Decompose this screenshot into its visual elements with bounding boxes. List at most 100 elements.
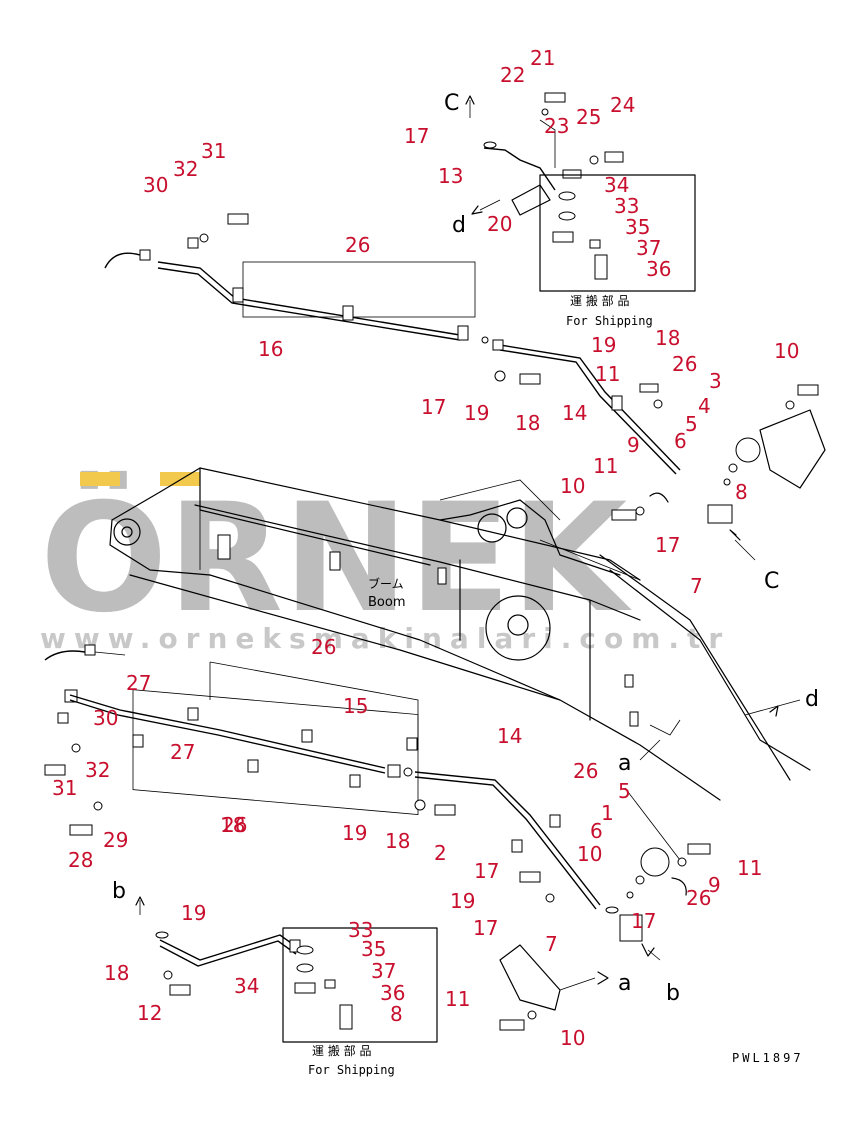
callout-33: 33 [614, 194, 639, 218]
callout-32: 32 [85, 758, 110, 782]
shipping-note-jp-upper: 運 搬 部 品 [570, 293, 629, 308]
boom-clamp-4 [624, 674, 634, 688]
callout-17: 17 [655, 533, 680, 557]
callout-2: 2 [434, 841, 447, 865]
shipping-note-en-lower: For Shipping [308, 1063, 395, 1077]
callout-10: 10 [774, 339, 799, 363]
callout-17: 17 [474, 859, 499, 883]
shipping-note-jp-lower: 運 搬 部 品 [312, 1043, 371, 1058]
boom-clamp-2 [329, 551, 341, 571]
callout-29: 29 [103, 828, 128, 852]
callout-7: 7 [690, 574, 703, 598]
lower-right-bracket [499, 843, 711, 1031]
callout-17: 17 [404, 124, 429, 148]
callout-26: 26 [672, 352, 697, 376]
view-letter-a-mid: a [618, 751, 631, 776]
callout-19: 19 [591, 333, 616, 357]
callout-25: 25 [576, 105, 601, 129]
callout-15: 15 [343, 694, 368, 718]
view-letter-a-low: a [618, 971, 631, 996]
callout-5: 5 [685, 412, 698, 436]
callout-36: 36 [380, 981, 405, 1005]
lower-left-pipe [135, 896, 301, 996]
callout-21: 21 [530, 46, 555, 70]
callout-4: 4 [698, 394, 711, 418]
callout-19: 19 [342, 821, 367, 845]
upper-pipe-assembly [104, 92, 681, 475]
callout-19: 19 [450, 889, 475, 913]
callout-19: 19 [181, 901, 206, 925]
callout-10: 10 [560, 474, 585, 498]
callout-28: 28 [68, 848, 93, 872]
callout-9: 9 [627, 433, 640, 457]
callout-18: 18 [515, 411, 540, 435]
callout-19: 19 [464, 401, 489, 425]
watermark-umlaut-left [80, 472, 120, 486]
callout-31: 31 [201, 139, 226, 163]
callout-26: 26 [311, 635, 336, 659]
callout-27: 27 [170, 740, 195, 764]
callout-6: 6 [674, 429, 687, 453]
callout-34: 34 [234, 974, 259, 998]
callout-35: 35 [361, 937, 386, 961]
view-letter-c-top: C [444, 91, 459, 116]
callout-8: 8 [735, 480, 748, 504]
view-letter-b-low: b [666, 981, 680, 1006]
boom-label-jp: ブーム [368, 576, 404, 591]
callout-12: 12 [137, 1001, 162, 1025]
callout-17: 17 [473, 916, 498, 940]
lower-pipe-assembly [44, 644, 681, 910]
callout-18: 18 [104, 961, 129, 985]
callout-6: 6 [590, 819, 603, 843]
callout-20: 20 [487, 212, 512, 236]
boom-body: ブーム Boom [109, 467, 811, 801]
view-letter-b-left: b [112, 879, 126, 904]
callout-26: 26 [573, 759, 598, 783]
callout-8: 8 [390, 1002, 403, 1026]
callout-33: 33 [348, 918, 373, 942]
callout-30: 30 [143, 173, 168, 197]
callout-37: 37 [371, 959, 396, 983]
callout-14: 14 [497, 724, 522, 748]
shipping-box-lower: 運 搬 部 品 For Shipping [282, 927, 438, 1077]
callout-18: 18 [385, 829, 410, 853]
callout-31: 31 [52, 776, 77, 800]
callout-36: 36 [646, 257, 671, 281]
callout-7: 7 [545, 932, 558, 956]
callout-23: 23 [544, 114, 569, 138]
callout-22: 22 [500, 63, 525, 87]
watermark: ÖRNEK www.orneksmakinalari.com.tr [40, 470, 730, 655]
callout-24: 24 [610, 93, 635, 117]
callout-11: 11 [593, 454, 618, 478]
callout-17: 17 [421, 395, 446, 419]
callout-5: 5 [618, 779, 631, 803]
callout-11: 11 [595, 362, 620, 386]
callout-18: 18 [220, 813, 245, 837]
callout-16: 16 [258, 337, 283, 361]
callout-26: 26 [222, 813, 247, 837]
detail-lines [639, 699, 801, 761]
boom-label-en: Boom [368, 595, 406, 610]
shipping-box-upper: 運 搬 部 品 For Shipping [539, 174, 696, 328]
callout-34: 34 [604, 173, 629, 197]
shipping-note-en-upper: For Shipping [566, 314, 653, 328]
callout-35: 35 [625, 215, 650, 239]
callout-18: 18 [655, 326, 680, 350]
callout-30: 30 [93, 706, 118, 730]
view-letter-d-right: d [805, 687, 819, 712]
callout-26: 26 [686, 886, 711, 910]
callout-26: 26 [345, 233, 370, 257]
watermark-umlaut-right [160, 472, 200, 486]
callout-10: 10 [560, 1026, 585, 1050]
callout-11: 11 [445, 987, 470, 1011]
callout-37: 37 [636, 236, 661, 260]
callout-32: 32 [173, 157, 198, 181]
view-letter-c-right: C [764, 569, 779, 594]
watermark-url: www.orneksmakinalari.com.tr [40, 622, 730, 655]
callout-10: 10 [577, 842, 602, 866]
callout-1: 1 [601, 801, 614, 825]
view-letter-d-top: d [452, 213, 466, 238]
